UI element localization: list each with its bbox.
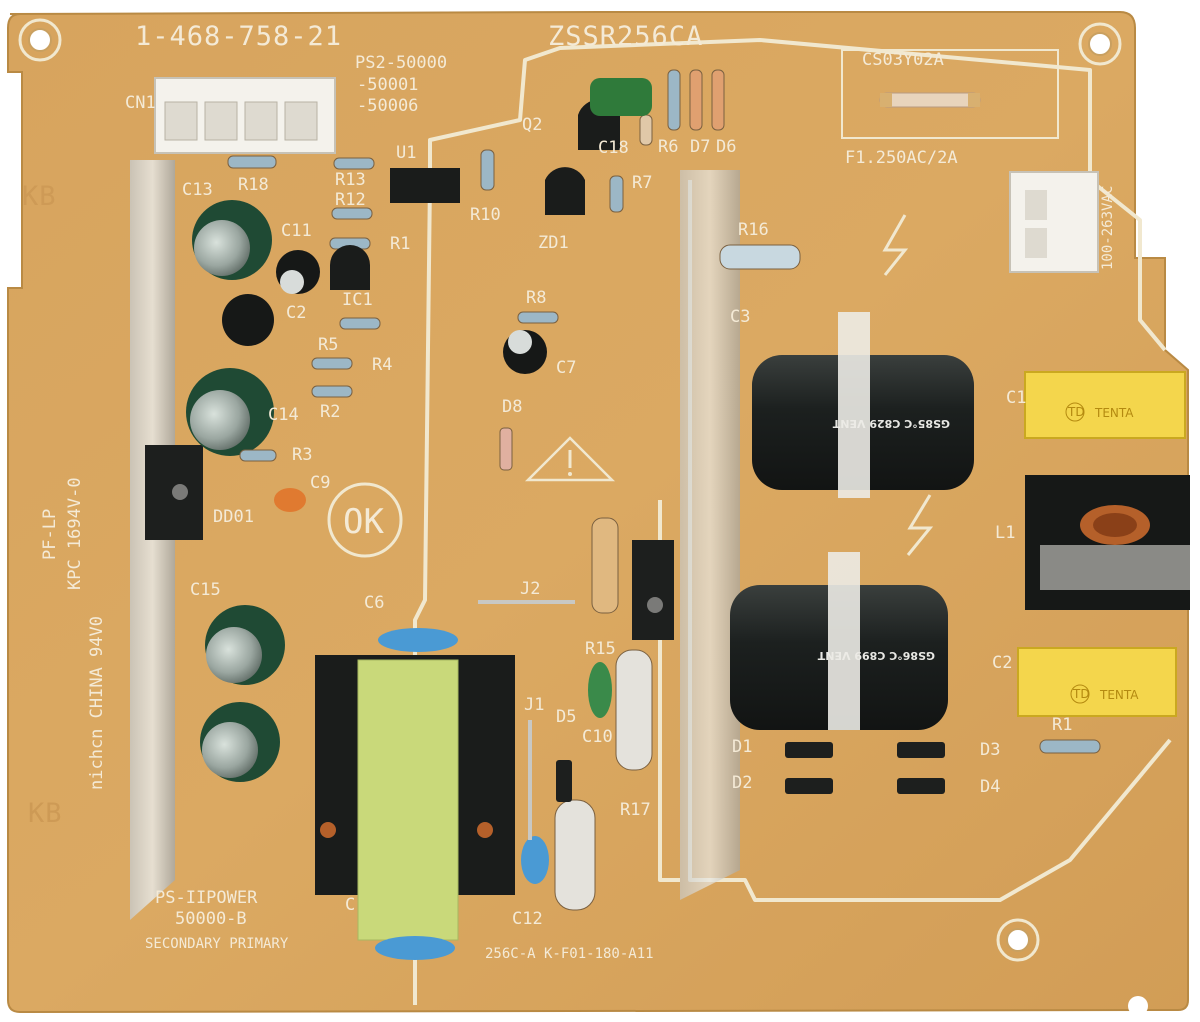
designator-labels: C13 R18 R13 R12 U1 R10 Q2 C18 R6 D7 D6 R… (182, 115, 1072, 929)
fuse-rating: F1.250AC/2A (845, 148, 958, 168)
svg-text:C10: C10 (582, 727, 613, 747)
svg-text:R3: R3 (292, 445, 312, 465)
fuse-outline (841, 49, 1059, 139)
svg-text:R12: R12 (335, 190, 366, 210)
svg-text:C: C (345, 895, 355, 915)
svg-text:C7: C7 (556, 358, 576, 378)
svg-text:ZD1: ZD1 (538, 233, 569, 253)
svg-text:J2: J2 (520, 579, 540, 599)
lightning-icon (882, 214, 934, 556)
x-capacitor-c2: TD TENTA (1017, 647, 1177, 717)
svg-text:R18: R18 (238, 175, 269, 195)
section-labels: SECONDARY PRIMARY (145, 936, 289, 952)
svg-text:R7: R7 (632, 173, 652, 193)
svg-text:C3: C3 (730, 307, 750, 327)
svg-text:R8: R8 (526, 288, 546, 308)
voltage-range: 100-263VAC (1100, 186, 1116, 270)
svg-text:R17: R17 (620, 800, 651, 820)
fuse (879, 92, 981, 108)
warning-triangle-icon (524, 436, 616, 482)
ac-input-connector (1009, 171, 1099, 273)
svg-text:D8: D8 (502, 397, 522, 417)
bulk-capacitor-c3: GS85°C C829 VENT (752, 312, 974, 498)
svg-text:OK: OK (343, 502, 384, 542)
jumpers (478, 600, 575, 840)
product-code: 50000-B (175, 909, 247, 929)
svg-text:TD: TD (1072, 687, 1090, 701)
ps2-variant-3: -50006 (357, 96, 418, 116)
svg-text:J1: J1 (524, 695, 544, 715)
svg-text:TENTA: TENTA (1094, 406, 1134, 420)
bottom-code: 256C-A K-F01-180-A11 (485, 946, 654, 962)
svg-text:C14: C14 (268, 405, 299, 425)
svg-text:U1: U1 (396, 143, 416, 163)
svg-text:C1: C1 (1006, 388, 1026, 408)
electrolytic-capacitors-left (186, 200, 547, 782)
svg-text:L1: L1 (995, 523, 1015, 543)
svg-text:D1: D1 (732, 737, 752, 757)
svg-text:C15: C15 (190, 580, 221, 600)
svg-text:R15: R15 (585, 639, 616, 659)
svg-text:R16: R16 (738, 220, 769, 240)
resistors (227, 69, 1101, 911)
common-mode-choke-l1 (1025, 475, 1190, 610)
svg-text:R2: R2 (320, 402, 340, 422)
svg-text:D6: D6 (716, 137, 736, 157)
svg-text:C9: C9 (310, 473, 330, 493)
cn1-connector (154, 77, 336, 154)
svg-text:TD: TD (1067, 405, 1085, 419)
svg-text:TENTA: TENTA (1099, 688, 1139, 702)
svg-text:R5: R5 (318, 335, 338, 355)
kb-mark-1: KB (22, 181, 57, 212)
transformer (315, 628, 515, 960)
svg-text:C11: C11 (281, 221, 312, 241)
svg-text:Q2: Q2 (522, 115, 542, 135)
diodes (556, 742, 945, 802)
svg-text:C6: C6 (364, 593, 384, 613)
svg-text:D3: D3 (980, 740, 1000, 760)
svg-text:R10: R10 (470, 205, 501, 225)
bulk-capacitor-c2: GS86°C C899 VENT (730, 552, 948, 730)
side-text-china: nichcn CHINA 94V0 (87, 616, 107, 790)
kb-mark-2: KB (28, 798, 63, 829)
svg-text:R1: R1 (1052, 715, 1072, 735)
svg-text:R4: R4 (372, 355, 392, 375)
svg-text:R13: R13 (335, 170, 366, 190)
ps2-variant-2: -50001 (357, 75, 418, 95)
svg-text:IC1: IC1 (342, 290, 373, 310)
product-name: PS-IIPOWER (155, 888, 258, 908)
side-text-pf-lp: PF-LP (40, 509, 60, 560)
transistors-ics (274, 78, 652, 884)
svg-text:C2: C2 (992, 653, 1012, 673)
svg-text:D5: D5 (556, 707, 576, 727)
model-number: ZSSR256CA (548, 21, 703, 52)
fuse-code: CS03Y02A (862, 50, 944, 70)
left-heatsink (130, 160, 203, 920)
ps2-variant-1: PS2-50000 (355, 53, 447, 73)
part-number: 1-468-758-21 (135, 21, 342, 52)
ok-mark: OK (327, 482, 403, 558)
svg-text:C18: C18 (598, 138, 629, 158)
svg-text:D4: D4 (980, 777, 1000, 797)
mounting-holes (18, 18, 1148, 1016)
label-cn1: CN1 (125, 93, 156, 113)
svg-text:R1: R1 (390, 234, 410, 254)
svg-text:D2: D2 (732, 773, 752, 793)
svg-text:R6: R6 (658, 137, 678, 157)
svg-text:C12: C12 (512, 909, 543, 929)
svg-text:C13: C13 (182, 180, 213, 200)
x-capacitor-c1: TD TENTA (1024, 371, 1186, 439)
svg-text:D7: D7 (690, 137, 710, 157)
svg-text:C2: C2 (286, 303, 306, 323)
right-heatsink (632, 170, 740, 900)
side-text-kpc: KPC 1694V-0 (65, 477, 85, 590)
svg-text:DD01: DD01 (213, 507, 254, 527)
